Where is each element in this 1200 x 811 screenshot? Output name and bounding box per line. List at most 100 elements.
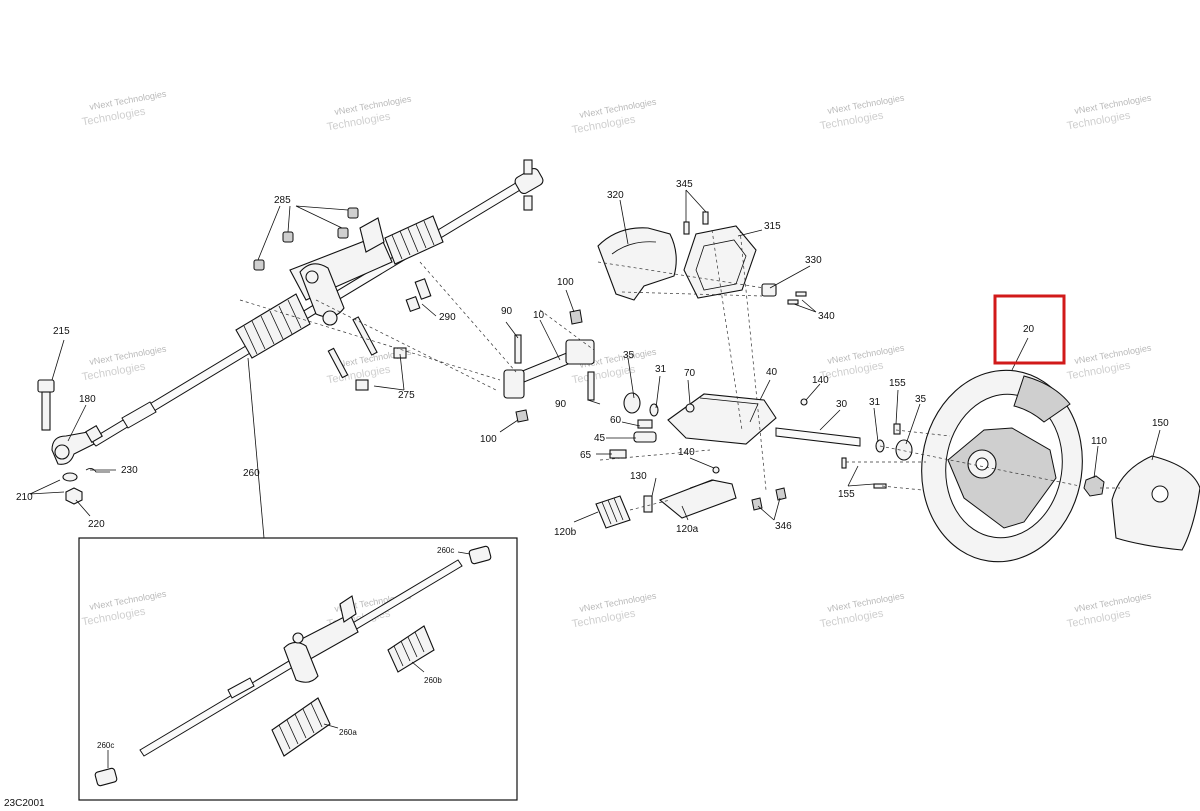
callout-260a: 260a [339, 728, 357, 737]
rack-boot-right [384, 215, 444, 265]
callout-20: 20 [1023, 324, 1035, 335]
callout-285: 285 [274, 195, 291, 206]
callout-70: 70 [684, 368, 696, 379]
callout-40: 40 [766, 367, 778, 378]
callout-260c: 260c [437, 546, 454, 555]
inset-collar [227, 677, 255, 699]
callout-215: 215 [53, 326, 70, 337]
screws-340[interactable] [787, 291, 807, 305]
bushing-35-left[interactable] [623, 392, 641, 414]
inset-bracket [339, 595, 357, 623]
bracket-315[interactable] [683, 225, 757, 299]
pinion-cap [305, 270, 319, 284]
leader-lines [29, 189, 1161, 539]
bushings-285[interactable] [253, 207, 359, 271]
steering-shaft-30[interactable] [775, 427, 861, 447]
nut-100-upper[interactable] [569, 309, 583, 325]
callout-90: 90 [501, 306, 513, 317]
callout-60: 60 [610, 415, 622, 426]
callout-315: 315 [764, 221, 781, 232]
inset-bushing-260c-top[interactable] [468, 545, 492, 565]
screw-140-lower[interactable] [712, 466, 720, 474]
intermediate-shaft-10[interactable] [503, 339, 595, 399]
callout-346: 346 [775, 521, 792, 532]
steering-wheel-20[interactable] [909, 360, 1094, 572]
callout-150: 150 [1152, 418, 1169, 429]
diagram-id: 23C2001 [4, 798, 45, 809]
pinion-port [322, 310, 338, 326]
callout-320: 320 [607, 190, 624, 201]
callout-140: 140 [812, 375, 829, 386]
inset-detail-box [78, 537, 518, 801]
cover-320[interactable] [597, 227, 677, 301]
screw-130[interactable] [643, 495, 653, 513]
callout-155: 155 [838, 489, 855, 500]
inset-pinion-housing [283, 641, 319, 683]
callout-31: 31 [869, 397, 881, 408]
steering-column-40[interactable] [667, 393, 777, 445]
callout-110: 110 [1091, 436, 1107, 447]
boot-120b[interactable] [595, 495, 631, 529]
rack-boot-left [235, 293, 311, 359]
rack-bracket [359, 217, 385, 253]
callout-10: 10 [533, 310, 545, 321]
nut-100-lower[interactable] [515, 409, 529, 423]
bolt-70[interactable] [685, 403, 695, 413]
screw-155-mid[interactable] [841, 457, 847, 469]
inset-rack-assembly[interactable] [139, 559, 463, 757]
inset-pinion-cap [292, 632, 304, 644]
screw-155-lower[interactable] [873, 483, 887, 489]
inset-boot-260a[interactable] [271, 697, 331, 757]
bolt-215[interactable] [37, 379, 55, 431]
highlight-box [993, 294, 1066, 365]
callout-35: 35 [915, 394, 927, 405]
callout-140: 140 [678, 447, 695, 458]
bushing-35-right[interactable] [895, 439, 913, 461]
callout-100: 100 [480, 434, 497, 445]
actuator-120a[interactable] [658, 479, 737, 519]
callout-260: 260 [243, 468, 260, 479]
callout-120b: 120b [554, 527, 577, 538]
callout-31: 31 [655, 364, 667, 375]
rack-collar [121, 401, 157, 429]
callout-90: 90 [555, 399, 567, 410]
callout-260c: 260c [97, 741, 114, 750]
horn-cap-150[interactable] [1111, 455, 1200, 551]
callout-290: 290 [439, 312, 456, 323]
callout-330: 330 [805, 255, 822, 266]
bolt-90-lower[interactable] [587, 371, 595, 401]
bolt-65[interactable] [609, 449, 627, 459]
bushing-45[interactable] [633, 431, 657, 443]
inset-leader-lines [107, 551, 471, 768]
callout-210: 210 [16, 492, 33, 503]
callout-labels: 20 10 30 31 31 35 35 40 45 60 65 70 90 9… [16, 179, 1169, 750]
screws-345[interactable] [683, 211, 709, 235]
cotter-pin-230[interactable] [85, 468, 110, 473]
inset-bushing-260c-bottom[interactable] [94, 767, 118, 787]
inset-boot-260b[interactable] [387, 625, 435, 673]
bolt-90-upper[interactable] [514, 334, 522, 364]
washer-210[interactable] [62, 472, 78, 482]
callout-130: 130 [630, 471, 647, 482]
spacer-60[interactable] [637, 419, 653, 429]
callout-65: 65 [580, 450, 592, 461]
callout-120a: 120a [676, 524, 699, 535]
steering-rack-assembly[interactable] [89, 159, 545, 447]
callout-260b: 260b [424, 676, 442, 685]
callout-35: 35 [623, 350, 635, 361]
callout-180: 180 [79, 394, 96, 405]
callout-100: 100 [557, 277, 574, 288]
washer-31-left[interactable] [649, 403, 659, 417]
screw-140-upper[interactable] [800, 398, 808, 406]
nut-110[interactable] [1083, 475, 1105, 497]
tie-rod-end-left[interactable] [51, 425, 103, 465]
bolts-290[interactable] [405, 278, 432, 313]
nut-346-b[interactable] [775, 487, 787, 501]
callout-340: 340 [818, 311, 835, 322]
callout-45: 45 [594, 433, 606, 444]
nut-220[interactable] [65, 487, 83, 505]
callout-155: 155 [889, 378, 906, 389]
callout-230: 230 [121, 465, 138, 476]
callout-275: 275 [398, 390, 415, 401]
screw-155-upper[interactable] [893, 423, 901, 435]
